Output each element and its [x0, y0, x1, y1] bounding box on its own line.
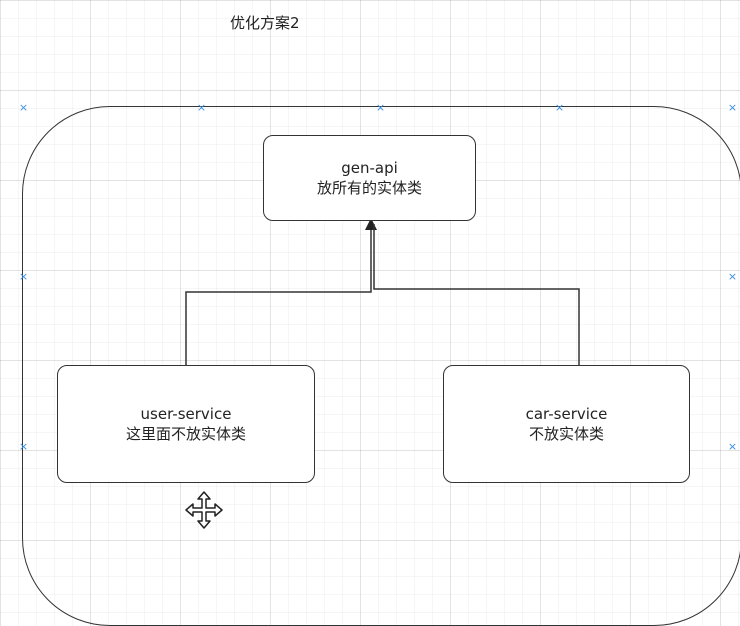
- diagram-title: 优化方案2: [230, 14, 300, 32]
- selection-handle-icon[interactable]: ×: [554, 101, 565, 114]
- node-gen-api-name: gen-api: [341, 159, 398, 177]
- selection-handle-icon[interactable]: ×: [727, 440, 738, 453]
- node-user-service-name: user-service: [140, 405, 232, 423]
- node-car-service[interactable]: car-service 不放实体类: [443, 365, 690, 483]
- selection-handle-icon[interactable]: ×: [18, 101, 29, 114]
- selection-handle-icon[interactable]: ×: [727, 101, 738, 114]
- node-user-service-desc: 这里面不放实体类: [125, 425, 246, 443]
- node-gen-api[interactable]: gen-api 放所有的实体类: [263, 135, 476, 221]
- selection-handle-icon[interactable]: ×: [196, 101, 207, 114]
- move-cursor-icon: [185, 491, 223, 529]
- node-car-service-name: car-service: [525, 405, 608, 423]
- selection-handle-icon[interactable]: ×: [18, 440, 29, 453]
- node-car-service-desc: 不放实体类: [528, 425, 604, 443]
- selection-handle-icon[interactable]: ×: [727, 270, 738, 283]
- selection-handle-icon[interactable]: ×: [18, 270, 29, 283]
- node-gen-api-desc: 放所有的实体类: [316, 179, 422, 197]
- node-user-service[interactable]: user-service 这里面不放实体类: [57, 365, 315, 483]
- selection-handle-icon[interactable]: ×: [375, 101, 386, 114]
